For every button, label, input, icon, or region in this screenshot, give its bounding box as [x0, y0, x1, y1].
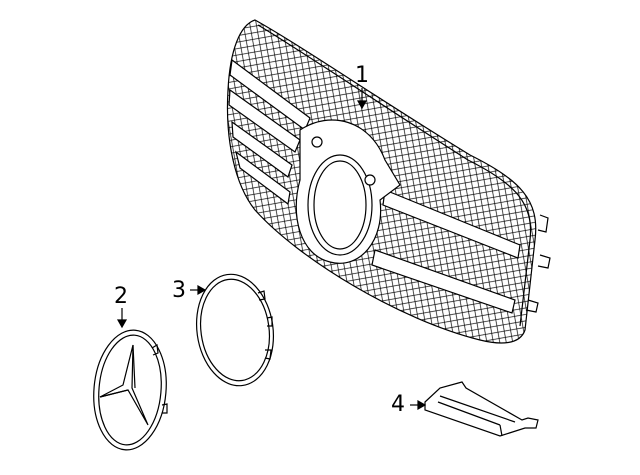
grille-part [226, 19, 551, 344]
callout-1: 1 [355, 63, 369, 88]
emblem-ring-part [195, 273, 275, 387]
callout-3: 3 [172, 278, 186, 303]
callout-4: 4 [391, 392, 405, 417]
bracket-part [424, 381, 539, 437]
callout-2: 2 [114, 284, 128, 309]
callout-arrows [116, 88, 427, 411]
star-emblem-part [93, 329, 168, 451]
